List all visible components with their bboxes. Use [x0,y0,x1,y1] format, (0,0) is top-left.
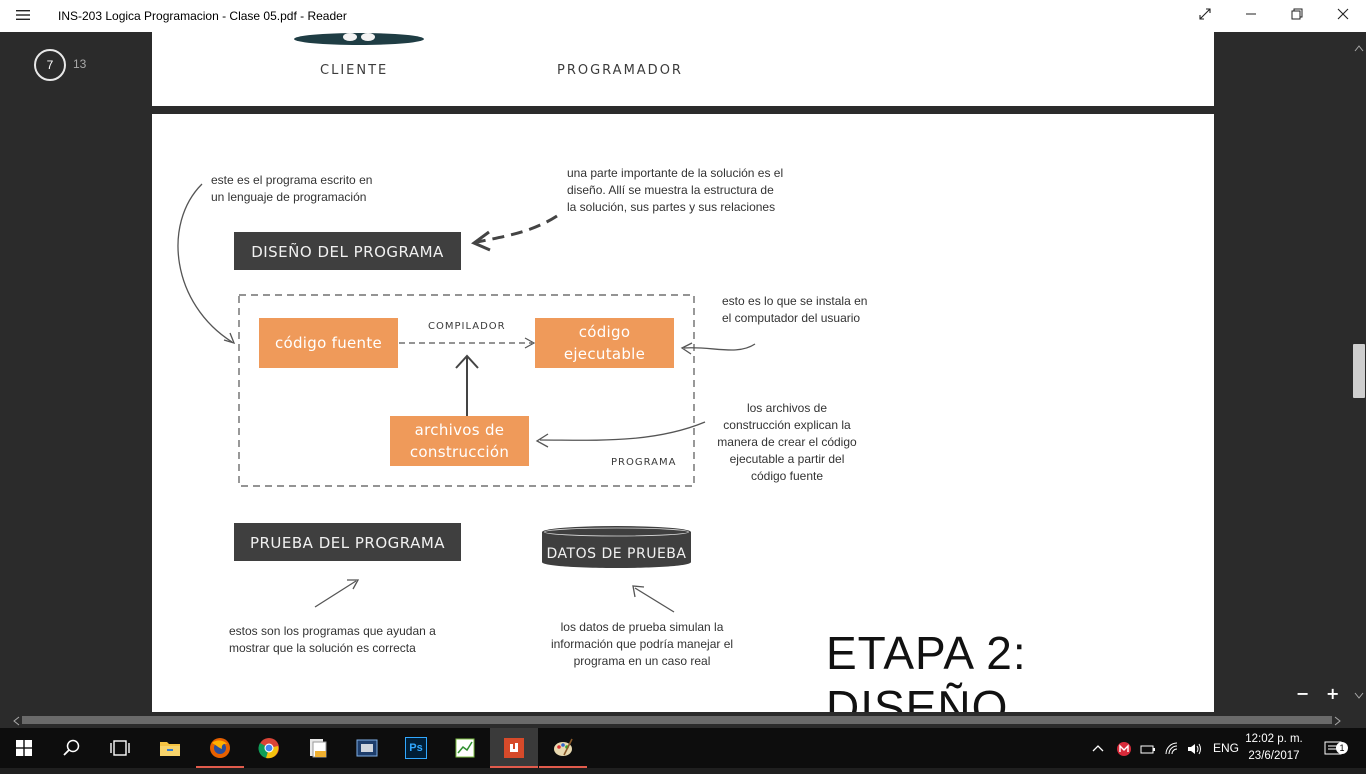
wifi-icon[interactable] [1164,728,1180,768]
scroll-left-icon[interactable] [12,716,20,726]
antivirus-icon[interactable] [1116,728,1132,768]
programa-label: PROGRAMA [611,457,677,468]
scroll-up-icon[interactable] [1354,44,1364,52]
note-line: programa en un caso real [573,654,711,668]
character-illustration [294,33,424,45]
notification-count: 1 [1336,742,1348,754]
note-instala: esto es lo que se instala en el computad… [722,293,867,327]
note-line: código fuente [750,469,824,483]
restore-icon [1291,8,1303,20]
note-line: la solución, sus partes y sus relaciones [567,200,776,214]
video-editor-icon[interactable] [343,728,391,768]
label-programador: PROGRAMADOR [557,63,683,78]
note-line: construcción explican la [723,418,851,432]
clock-time: 12:02 p. m. [1245,733,1303,745]
fullscreen-icon [1199,8,1211,20]
diagram-arrows [177,183,756,613]
note-line: ejecutable a partir del [729,452,845,466]
note-line: información que podría manejar el [550,637,734,651]
box-line: construcción [409,443,510,461]
box-line: ejecutable [563,345,646,363]
reader-icon[interactable] [490,728,538,768]
note-archivos: los archivos de construcción explican la… [702,400,872,485]
zoom-out-button[interactable]: − [1296,684,1310,703]
minimize-icon [1246,13,1256,15]
note-line: los archivos de [746,401,828,415]
compilador-label: COMPILADOR [428,321,506,332]
scroll-down-icon[interactable] [1354,692,1364,700]
restore-button[interactable] [1274,0,1320,32]
note-line: mostrar que la solución es correcta [229,641,416,655]
note-line: una parte importante de la solución es e… [567,166,784,180]
search-icon[interactable] [48,728,96,768]
language-indicator[interactable]: ENG [1213,741,1240,755]
battery-icon[interactable] [1140,728,1156,768]
scroll-right-icon[interactable] [1334,716,1342,726]
active-indicator [196,766,244,768]
photoshop-icon[interactable]: Ps [392,728,440,768]
close-icon [1337,8,1349,20]
paint-icon[interactable] [539,728,587,768]
spreadsheet-icon[interactable] [441,728,489,768]
active-indicator [490,766,538,768]
archivos-construccion-box: archivos de construcción [390,416,529,466]
note-line: esto es lo que se instala en [722,294,868,308]
title-bar: INS-203 Logica Programacion - Clase 05.p… [0,0,1366,32]
vertical-scrollbar[interactable] [1352,32,1366,712]
label-cliente: CLIENTE [320,63,389,78]
note-line: diseño. Allí se muestra la estructura de [567,183,774,197]
box-line: código [578,323,631,341]
note-line: este es el programa escrito en [211,173,373,187]
taskbar: Ps ENG 12:02 p. m. 23/6/2017 1 [0,728,1366,768]
vertical-scroll-thumb[interactable] [1353,344,1365,398]
note-line: los datos de prueba simulan la [560,620,724,634]
note-line: el computador del usuario [722,311,861,325]
note-datos: los datos de prueba simulan la informaci… [542,619,742,670]
clock[interactable]: 12:02 p. m. 23/6/2017 [1240,731,1308,765]
prueba-del-programa-box: PRUEBA DEL PROGRAMA [234,523,461,561]
active-indicator [539,766,587,768]
clock-date: 23/6/2017 [1248,750,1300,762]
horizontal-scrollbar[interactable] [0,712,1352,728]
notifications-icon[interactable]: 1 [1324,728,1348,768]
file-explorer-icon[interactable] [146,728,194,768]
horizontal-scroll-thumb[interactable] [22,716,1332,724]
window-title: INS-203 Logica Programacion - Clase 05.p… [58,9,347,23]
total-pages: 13 [73,57,87,71]
codigo-fuente-box: código fuente [259,318,398,368]
minimize-button[interactable] [1228,0,1274,32]
note-diseno: una parte importante de la solución es e… [567,165,783,216]
files-icon[interactable] [294,728,342,768]
volume-icon[interactable] [1187,728,1203,768]
photoshop-label: Ps [405,737,427,759]
firefox-icon[interactable] [196,728,244,768]
note-line: un lenguaje de programación [211,190,367,204]
note-line: manera de crear el código [717,435,857,449]
datos-de-prueba-label: DATOS DE PRUEBA [546,546,687,562]
show-hidden-icons-icon[interactable] [1092,728,1104,768]
pdf-page-current: este es el programa escrito en un lengua… [152,114,1214,733]
note-prueba: estos son los programas que ayudan a mos… [229,623,436,657]
note-line: estos son los programas que ayudan a [229,624,436,638]
codigo-ejecutable-box: código ejecutable [535,318,674,368]
zoom-in-button[interactable]: + [1326,684,1340,703]
diseno-del-programa-box: DISEÑO DEL PROGRAMA [234,232,461,270]
windows-start-icon[interactable] [0,728,48,768]
note-programa: este es el programa escrito en un lengua… [211,172,372,206]
hamburger-menu-icon[interactable] [10,6,36,26]
current-page-indicator[interactable]: 7 [34,49,66,81]
pdf-page-previous: CLIENTE PROGRAMADOR [152,32,1214,106]
box-line: archivos de [414,421,505,439]
close-button[interactable] [1320,0,1366,32]
task-view-icon[interactable] [96,728,144,768]
chrome-icon[interactable] [245,728,293,768]
fullscreen-button[interactable] [1182,0,1228,32]
